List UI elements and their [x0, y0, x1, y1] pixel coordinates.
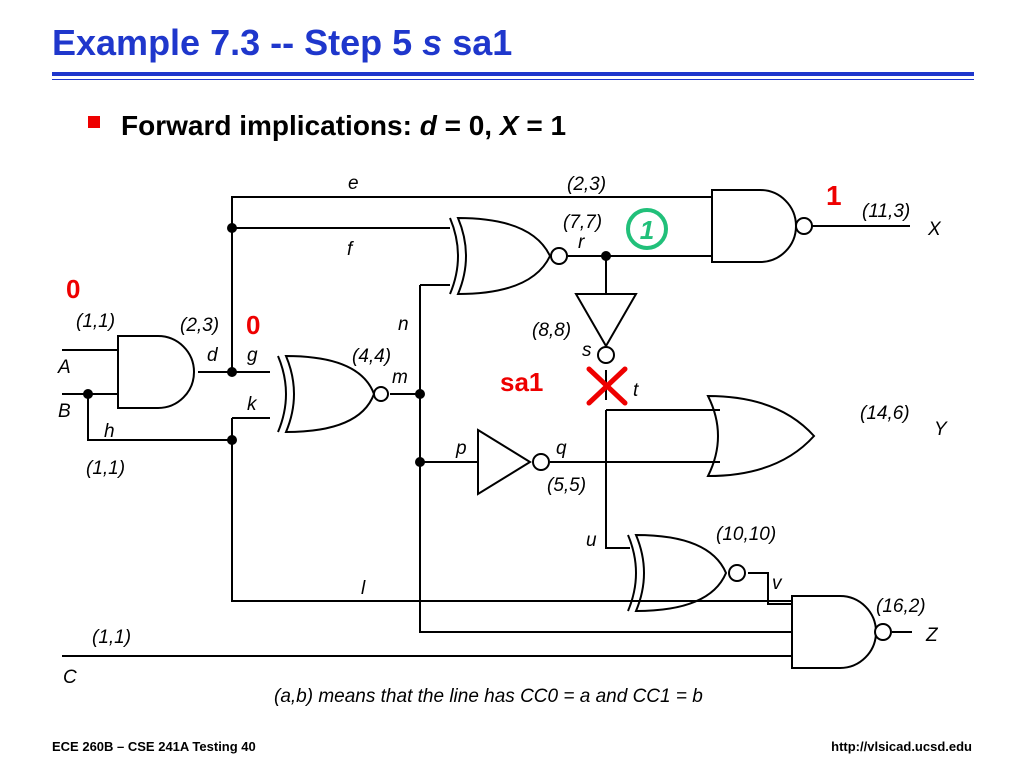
wire-e [231, 196, 712, 372]
input-a-value: 0 [66, 274, 80, 304]
label-n: n [398, 314, 409, 335]
cc-q: (5,5) [547, 475, 586, 496]
xnor-m-input-arc [277, 355, 287, 433]
label-g: g [247, 345, 258, 366]
junction-m [415, 389, 425, 399]
label-l: l [361, 578, 366, 599]
wire-m-trunk [419, 285, 792, 633]
label-r: r [578, 232, 585, 253]
cc-a: (1,1) [76, 311, 115, 332]
circled-r-value-icon [626, 208, 668, 250]
not-s-bubble [597, 346, 615, 364]
nand-z-bubble [874, 623, 892, 641]
label-t: t [633, 380, 639, 401]
bullet-tail: = 1 [518, 110, 567, 141]
label-p: p [455, 438, 467, 459]
wires [62, 196, 912, 657]
bullet-d: d [419, 110, 437, 141]
label-k: k [247, 394, 258, 415]
label-b: B [58, 401, 71, 422]
wire-t-u [605, 410, 630, 549]
label-f: f [347, 239, 354, 260]
cc-x: (11,3) [862, 201, 910, 222]
fault-label: sa1 [500, 367, 543, 397]
cc-c: (1,1) [92, 627, 131, 648]
footer-url: http://vlsicad.ucsd.edu [831, 739, 972, 754]
xnor-r-input-arc [449, 217, 459, 295]
title-rule-thick [52, 72, 974, 76]
xnor-gate-m [284, 354, 376, 434]
title-italic: s [422, 22, 443, 63]
output-x-value: 1 [826, 180, 842, 211]
label-e: e [348, 173, 359, 194]
junction-f [227, 223, 237, 233]
bullet-text: Forward implications: d = 0, X = 1 [121, 110, 566, 142]
bullet-mid: = 0, [436, 110, 500, 141]
title-tail: sa1 [442, 22, 513, 63]
cc-z: (16,2) [876, 596, 926, 617]
junction-dots [83, 223, 611, 467]
or-gate-y [706, 394, 816, 478]
xnor-gate-r [456, 216, 552, 296]
controllability-labels: (1,1) (1,1) (1,1) (2,3) (2,3) (7,7) (4,4… [76, 174, 926, 648]
junction-d [227, 367, 237, 377]
cc-e: (2,3) [567, 174, 606, 195]
nand-x-bubble [795, 217, 813, 235]
label-v: v [772, 573, 783, 594]
title-rule-thin [52, 79, 974, 80]
xnor-v-bubble [728, 564, 746, 582]
label-h: h [104, 421, 115, 442]
cc-v: (10,10) [716, 524, 776, 545]
label-z: Z [925, 625, 939, 646]
not-gate-s [574, 293, 638, 349]
label-u: u [586, 530, 597, 551]
label-x: X [927, 219, 942, 240]
xnor-r-bubble [550, 247, 568, 265]
wire-v [748, 572, 792, 605]
cc-s: (8,8) [532, 320, 571, 341]
junction-h [227, 435, 237, 445]
nand-gate-z [791, 595, 877, 669]
cc-r: (7,7) [563, 212, 602, 233]
not-gate-q [477, 428, 532, 496]
signal-labels: A B C d e f g h k l m n p q r s t u v X … [57, 173, 948, 688]
junction-r [601, 251, 611, 261]
label-d: d [207, 345, 219, 366]
r-value: 1 [640, 215, 654, 245]
controllability-legend: (a,b) means that the line has CC0 = a an… [274, 686, 703, 707]
junction-b [83, 389, 93, 399]
wire-h [87, 394, 232, 441]
not-q-bubble [532, 453, 550, 471]
title-main: Example 7.3 -- Step 5 [52, 22, 423, 63]
label-c: C [63, 667, 77, 688]
nand-gate-x [711, 189, 797, 263]
label-m: m [392, 367, 408, 388]
bullet-square-icon [88, 116, 100, 128]
cc-b: (1,1) [86, 458, 125, 479]
wire-l [231, 418, 792, 602]
line-d-value: 0 [246, 310, 260, 340]
cc-y: (14,6) [860, 403, 910, 424]
label-q: q [556, 438, 567, 459]
bullet-x: X [499, 110, 519, 141]
and-gate-d [117, 335, 195, 409]
footer-course: ECE 260B – CSE 241A Testing 40 [52, 739, 256, 754]
gates [117, 189, 892, 669]
label-y: Y [934, 419, 948, 440]
cc-d: (2,3) [180, 315, 219, 336]
label-s: s [582, 340, 592, 361]
label-a: A [57, 357, 71, 378]
xnor-m-bubble [373, 386, 389, 402]
junction-p [415, 457, 425, 467]
slide-title: Example 7.3 -- Step 5 s sa1 [52, 22, 512, 64]
bullet-main: Forward implications: [121, 110, 420, 141]
xnor-v-input-arc [627, 534, 637, 612]
xnor-gate-v [634, 533, 728, 613]
cc-m: (4,4) [352, 346, 391, 367]
fault-x-icon [586, 366, 628, 406]
